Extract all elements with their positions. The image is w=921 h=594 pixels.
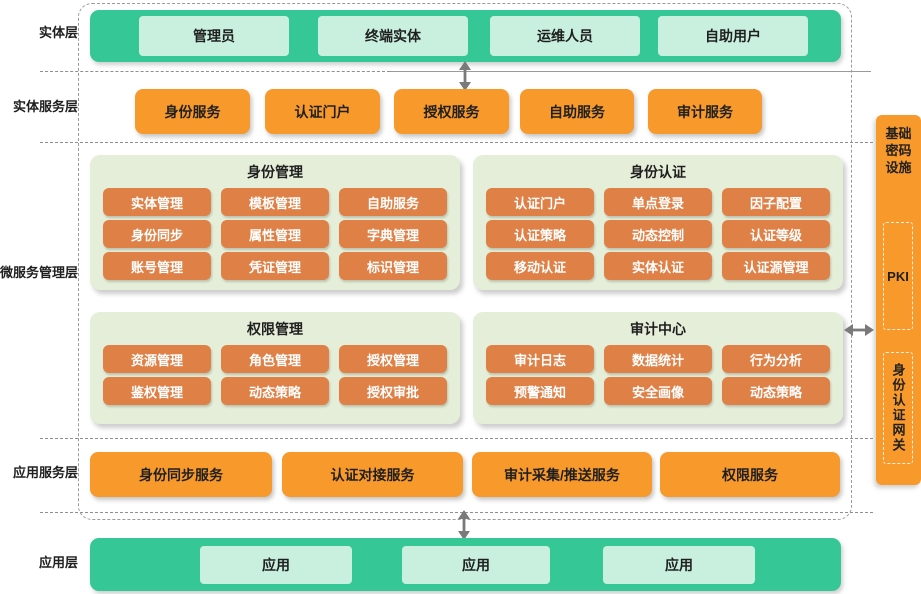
module-box: 单点登录 — [604, 188, 712, 216]
app-box-3: 应用 — [603, 546, 755, 584]
layer-label-app: 应用层 — [38, 555, 78, 570]
double-arrow-vertical-top — [459, 61, 471, 91]
service-box-audit: 审计服务 — [648, 89, 762, 134]
panel-grid: 实体管理 模板管理 自助服务 身份同步 属性管理 字典管理 账号管理 凭证管理 … — [103, 188, 447, 280]
service-box-identity: 身份服务 — [135, 89, 250, 134]
appservice-box-auth-connect: 认证对接服务 — [282, 452, 463, 497]
module-box: 认证源管理 — [722, 252, 830, 280]
module-box: 模板管理 — [221, 188, 329, 216]
module-box: 角色管理 — [221, 345, 329, 373]
separator-microservice — [40, 438, 873, 439]
separator-entity-solid — [390, 71, 871, 72]
panel-identity-authentication: 身份认证 认证门户 单点登录 因子配置 认证策略 动态控制 认证等级 移动认证 … — [473, 155, 843, 290]
service-box-authorization: 授权服务 — [394, 89, 509, 134]
module-box: 认证策略 — [486, 220, 594, 248]
double-arrow-vertical-bottom — [458, 510, 470, 540]
module-box: 授权管理 — [339, 345, 447, 373]
module-box: 动态控制 — [604, 220, 712, 248]
module-box: 字典管理 — [339, 220, 447, 248]
panel-title: 身份认证 — [630, 164, 686, 180]
module-box: 审计日志 — [486, 345, 594, 373]
appservice-box-audit-collect: 审计采集/推送服务 — [472, 452, 652, 497]
module-box: 标识管理 — [339, 252, 447, 280]
panel-title: 身份管理 — [247, 164, 303, 180]
separator-entity-dashed — [40, 71, 390, 72]
panel-grid: 审计日志 数据统计 行为分析 预警通知 安全画像 动态策略 — [486, 345, 830, 405]
module-box: 动态策略 — [722, 377, 830, 405]
module-box: 实体管理 — [103, 188, 211, 216]
entity-layer-bar: 管理员 终端实体 运维人员 自助用户 — [90, 10, 841, 62]
panel-identity-management: 身份管理 实体管理 模板管理 自助服务 身份同步 属性管理 字典管理 账号管理 … — [90, 155, 460, 290]
module-box: 账号管理 — [103, 252, 211, 280]
module-box: 资源管理 — [103, 345, 211, 373]
module-box: 身份同步 — [103, 220, 211, 248]
layer-label-microservice: 微服务管理层 — [0, 265, 79, 280]
app-box-1: 应用 — [200, 546, 352, 584]
appservice-box-permission: 权限服务 — [660, 452, 840, 497]
module-box: 动态策略 — [221, 377, 329, 405]
appservice-box-identity-sync: 身份同步服务 — [90, 452, 272, 497]
module-box: 自助服务 — [339, 188, 447, 216]
module-box: 数据统计 — [604, 345, 712, 373]
service-box-auth-portal: 认证门户 — [265, 89, 380, 134]
entity-box-admin: 管理员 — [139, 16, 289, 56]
panel-grid: 资源管理 角色管理 授权管理 鉴权管理 动态策略 授权审批 — [103, 345, 447, 405]
module-box: 实体认证 — [604, 252, 712, 280]
entity-box-ops: 运维人员 — [490, 16, 640, 56]
app-layer-bar: 应用 应用 应用 — [90, 538, 841, 591]
panel-audit-center: 审计中心 审计日志 数据统计 行为分析 预警通知 安全画像 动态策略 — [473, 312, 843, 424]
service-box-selfservice: 自助服务 — [520, 89, 634, 134]
module-box: 行为分析 — [722, 345, 830, 373]
module-box: 安全画像 — [604, 377, 712, 405]
crypto-infrastructure-bar: 基础密码设施 PKI 身份认证网关 — [876, 115, 921, 485]
entity-box-selfuser: 自助用户 — [658, 16, 808, 56]
identity-auth-gateway-box: 身份认证网关 — [883, 352, 913, 464]
module-box: 预警通知 — [486, 377, 594, 405]
module-box: 授权审批 — [339, 377, 447, 405]
panel-permission-management: 权限管理 资源管理 角色管理 授权管理 鉴权管理 动态策略 授权审批 — [90, 312, 460, 424]
module-box: 因子配置 — [722, 188, 830, 216]
separator-app-service — [40, 512, 873, 513]
separator-entity-service — [40, 142, 873, 143]
panel-title: 审计中心 — [630, 321, 686, 337]
panel-grid: 认证门户 单点登录 因子配置 认证策略 动态控制 认证等级 移动认证 实体认证 … — [486, 188, 830, 280]
identity-auth-gateway-label: 身份认证网关 — [890, 363, 906, 453]
module-box: 认证等级 — [722, 220, 830, 248]
module-box: 属性管理 — [221, 220, 329, 248]
layer-label-entity-service: 实体服务层 — [12, 99, 78, 114]
app-box-2: 应用 — [402, 546, 550, 584]
module-box: 凭证管理 — [221, 252, 329, 280]
pki-box: PKI — [883, 222, 913, 330]
layer-label-entity: 实体层 — [38, 25, 78, 40]
module-box: 认证门户 — [486, 188, 594, 216]
crypto-infrastructure-title: 基础密码设施 — [885, 126, 912, 175]
module-box: 鉴权管理 — [103, 377, 211, 405]
module-box: 移动认证 — [486, 252, 594, 280]
entity-box-terminal: 终端实体 — [318, 16, 468, 56]
panel-title: 权限管理 — [247, 321, 303, 337]
double-arrow-horizontal-right — [844, 324, 874, 336]
layer-label-app-service: 应用服务层 — [12, 465, 78, 480]
